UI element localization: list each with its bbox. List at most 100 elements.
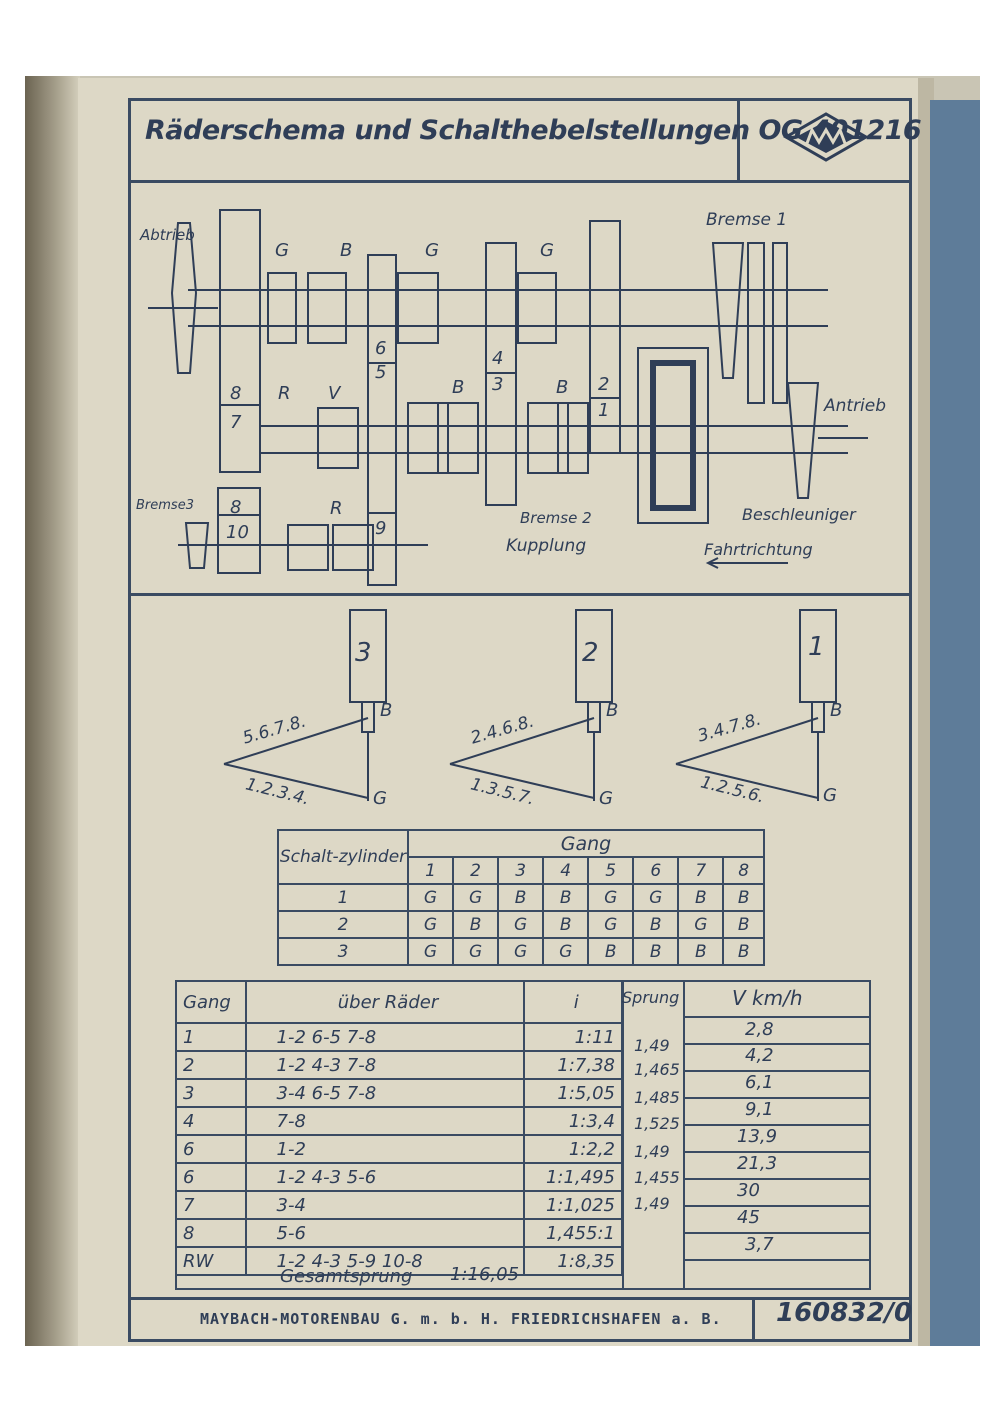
- shift-cell: G: [452, 883, 500, 912]
- gear-number: 10: [226, 522, 249, 543]
- speed-value: 21,3: [737, 1153, 778, 1174]
- lever-b-label: B: [380, 700, 393, 721]
- sprung-value: 1,485: [634, 1088, 680, 1107]
- gear-col: 4: [542, 856, 590, 885]
- mid-letter: B: [452, 377, 465, 398]
- v-header: V km/h: [732, 986, 803, 1010]
- label-beschleuniger: Beschleuniger: [742, 505, 856, 524]
- raeder-cell: 5-6: [244, 1218, 526, 1248]
- sprung-value: 1,455: [634, 1168, 680, 1187]
- v-row-line: [683, 1259, 871, 1261]
- gang-cell: 1: [175, 1022, 247, 1052]
- shift-cell: G: [497, 910, 545, 939]
- gear-col: 6: [632, 856, 680, 885]
- speed-value: 9,1: [745, 1099, 774, 1120]
- gang-cell: 8: [175, 1218, 247, 1248]
- shift-table: Schalt-zylinder Gang 1 2 3 4 5 6 7 8 1 G…: [277, 829, 765, 966]
- sprung-value: 1,49: [634, 1194, 670, 1213]
- raeder-col-header: über Räder: [244, 980, 526, 1024]
- raeder-cell: 3-4: [244, 1190, 526, 1220]
- raeder-cell: 1-2: [244, 1134, 526, 1164]
- logo-divider: [737, 98, 740, 182]
- gear-number: 8: [230, 497, 242, 518]
- raeder-cell: 3-4 6-5 7-8: [244, 1078, 526, 1108]
- shift-cell: G: [497, 937, 545, 966]
- speed-value: 2,8: [745, 1019, 774, 1040]
- shift-cell: G: [632, 883, 680, 912]
- shift-cell: B: [542, 910, 590, 939]
- cylinder-cell: 2: [277, 910, 409, 939]
- label-antrieb: Antrieb: [824, 396, 887, 416]
- shift-cell: G: [587, 883, 635, 912]
- gear-col: 1: [406, 856, 455, 885]
- cylinder-number: 2: [582, 638, 599, 668]
- v-row-line: [683, 1151, 871, 1153]
- shift-cell: G: [406, 910, 455, 939]
- gear-number: 1: [598, 400, 610, 421]
- footer-vline: [752, 1297, 755, 1342]
- sprung-value: 1,49: [634, 1142, 670, 1161]
- v-row-line: [683, 1205, 871, 1207]
- v-row-line: [683, 1043, 871, 1045]
- v-row-line: [683, 1232, 871, 1234]
- top-letter: B: [340, 240, 353, 261]
- gear-number: 2: [598, 374, 610, 395]
- drawing-frame: [128, 98, 912, 1342]
- gesamtsprung-value: 1:16,05: [450, 1264, 520, 1285]
- footer-divider: [128, 1297, 912, 1300]
- shift-cell: B: [632, 910, 680, 939]
- v-row-line: [683, 1124, 871, 1126]
- ratio-cell: 1:7,38: [523, 1050, 623, 1080]
- gear-col: 8: [722, 856, 765, 885]
- speed-value: 13,9: [737, 1126, 778, 1147]
- shift-cell: G: [542, 937, 590, 966]
- maybach-logo-icon: [782, 112, 870, 162]
- shift-cell: B: [587, 937, 635, 966]
- ratio-cell: 1:1,025: [523, 1190, 623, 1220]
- mid-letter: R: [278, 383, 291, 404]
- shift-cell: B: [542, 883, 590, 912]
- ratio-cell: 1:1,495: [523, 1162, 623, 1192]
- shift-cell: B: [677, 883, 725, 912]
- speed-value: 3,7: [745, 1234, 774, 1255]
- gear-number: 8: [230, 383, 242, 404]
- gang-cell: 7: [175, 1190, 247, 1220]
- mid-letter: V: [328, 383, 341, 404]
- shift-cell: G: [406, 937, 455, 966]
- gang-cell: 2: [175, 1050, 247, 1080]
- cylinder-number: 3: [355, 638, 372, 668]
- manufacturer-footer: MAYBACH-MOTORENBAU G. m. b. H. FRIEDRICH…: [200, 1310, 722, 1328]
- ratio-cell: 1:8,35: [523, 1246, 623, 1276]
- cylinder-cell: 1: [277, 883, 409, 912]
- ratio-cell: 1:2,2: [523, 1134, 623, 1164]
- sprung-header: Sprung: [622, 988, 680, 1007]
- label-bremse2: Bremse 2: [520, 509, 592, 527]
- gang-cell: 6: [175, 1134, 247, 1164]
- sprung-value: 1,49: [634, 1036, 670, 1055]
- v-row-line: [683, 1178, 871, 1180]
- gang-cell: 3: [175, 1078, 247, 1108]
- sprung-value: 1,525: [634, 1114, 680, 1133]
- shift-cell: B: [632, 937, 680, 966]
- lever-g-label: G: [599, 788, 613, 809]
- sprung-divider: [622, 980, 624, 1290]
- lever-b-label: B: [830, 700, 843, 721]
- i-col-header: i: [523, 980, 623, 1024]
- gang-col-header: Gang: [175, 980, 247, 1024]
- raeder-cell: 7-8: [244, 1106, 526, 1136]
- label-bremse1: Bremse 1: [706, 210, 788, 230]
- shift-cell: G: [677, 910, 725, 939]
- top-letter: G: [540, 240, 554, 261]
- shift-cell: B: [722, 883, 765, 912]
- ratio-cell: 1,455:1: [523, 1218, 623, 1248]
- cylinder-cell: 3: [277, 937, 409, 966]
- lever-g-label: G: [373, 788, 387, 809]
- lever-g-label: G: [823, 785, 837, 806]
- ratio-cell: 1:5,05: [523, 1078, 623, 1108]
